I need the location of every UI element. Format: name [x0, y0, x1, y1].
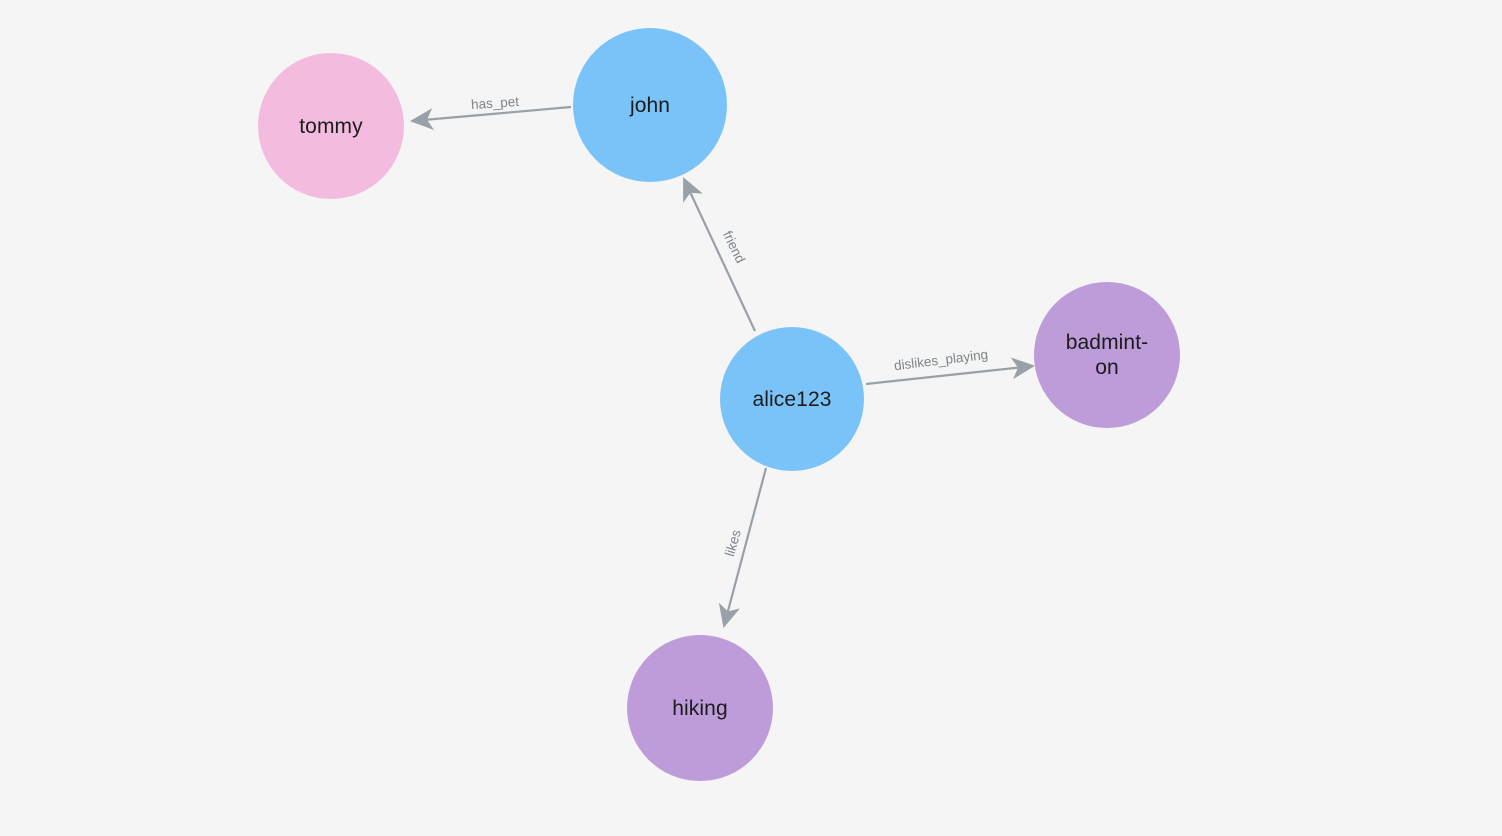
graph-node-alice123[interactable]: alice123	[720, 327, 864, 471]
graph-edge-john-has_pet-tommy[interactable]	[409, 105, 572, 130]
graph-node-hiking[interactable]: hiking	[627, 635, 773, 781]
node-label-alice123: alice123	[752, 387, 832, 411]
node-label-tommy: tommy	[299, 114, 363, 138]
node-label-hiking: hiking	[672, 696, 728, 720]
graph-edge-alice123-likes-hiking[interactable]	[718, 467, 768, 628]
graph-node-tommy[interactable]: tommy	[258, 53, 404, 199]
graph-node-john[interactable]: john	[573, 28, 727, 182]
graph-node-badminton[interactable]: badmint- on	[1034, 282, 1180, 428]
graph-edge-alice123-dislikes_playing-badminton[interactable]	[865, 357, 1036, 386]
node-label-badminton: badmint- on	[1065, 331, 1149, 379]
edge-lines	[409, 105, 1036, 628]
graph-edge-alice123-friend-john[interactable]	[683, 177, 756, 332]
node-label-john: john	[629, 93, 671, 117]
